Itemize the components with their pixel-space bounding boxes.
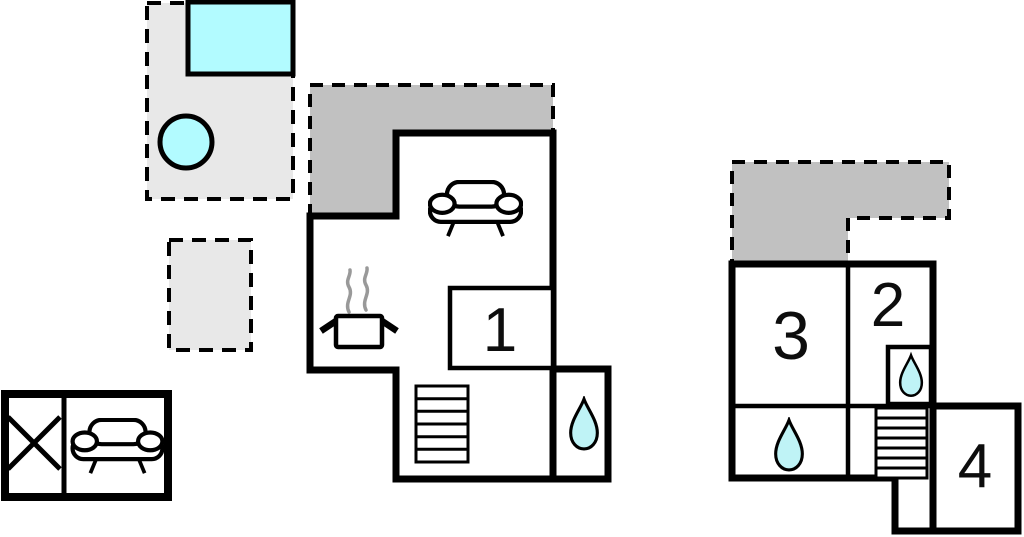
stairs-icon (874, 406, 929, 480)
room-4-label: 4 (958, 432, 992, 501)
steam-icon (362, 266, 370, 312)
stairs-icon (414, 384, 470, 464)
room-2-label: 2 (871, 271, 905, 340)
annex-building (1, 390, 172, 501)
room-1-walls (447, 285, 556, 371)
hot-tub-icon (157, 113, 215, 171)
garden-plot-dashed (167, 238, 253, 352)
crossed-area-icon (6, 415, 62, 471)
room-1-label: 1 (483, 296, 517, 365)
cooking-pot-icon (319, 266, 399, 350)
exterior-walls (728, 260, 1022, 535)
terrace-dashed (730, 160, 951, 266)
main-floor: 1 (306, 83, 612, 483)
pool-area (145, 0, 296, 201)
steam-icon (345, 268, 353, 314)
upper-floor: 3 2 4 (728, 160, 1022, 535)
room-3-label: 3 (772, 298, 810, 374)
pool-icon (185, 0, 296, 77)
